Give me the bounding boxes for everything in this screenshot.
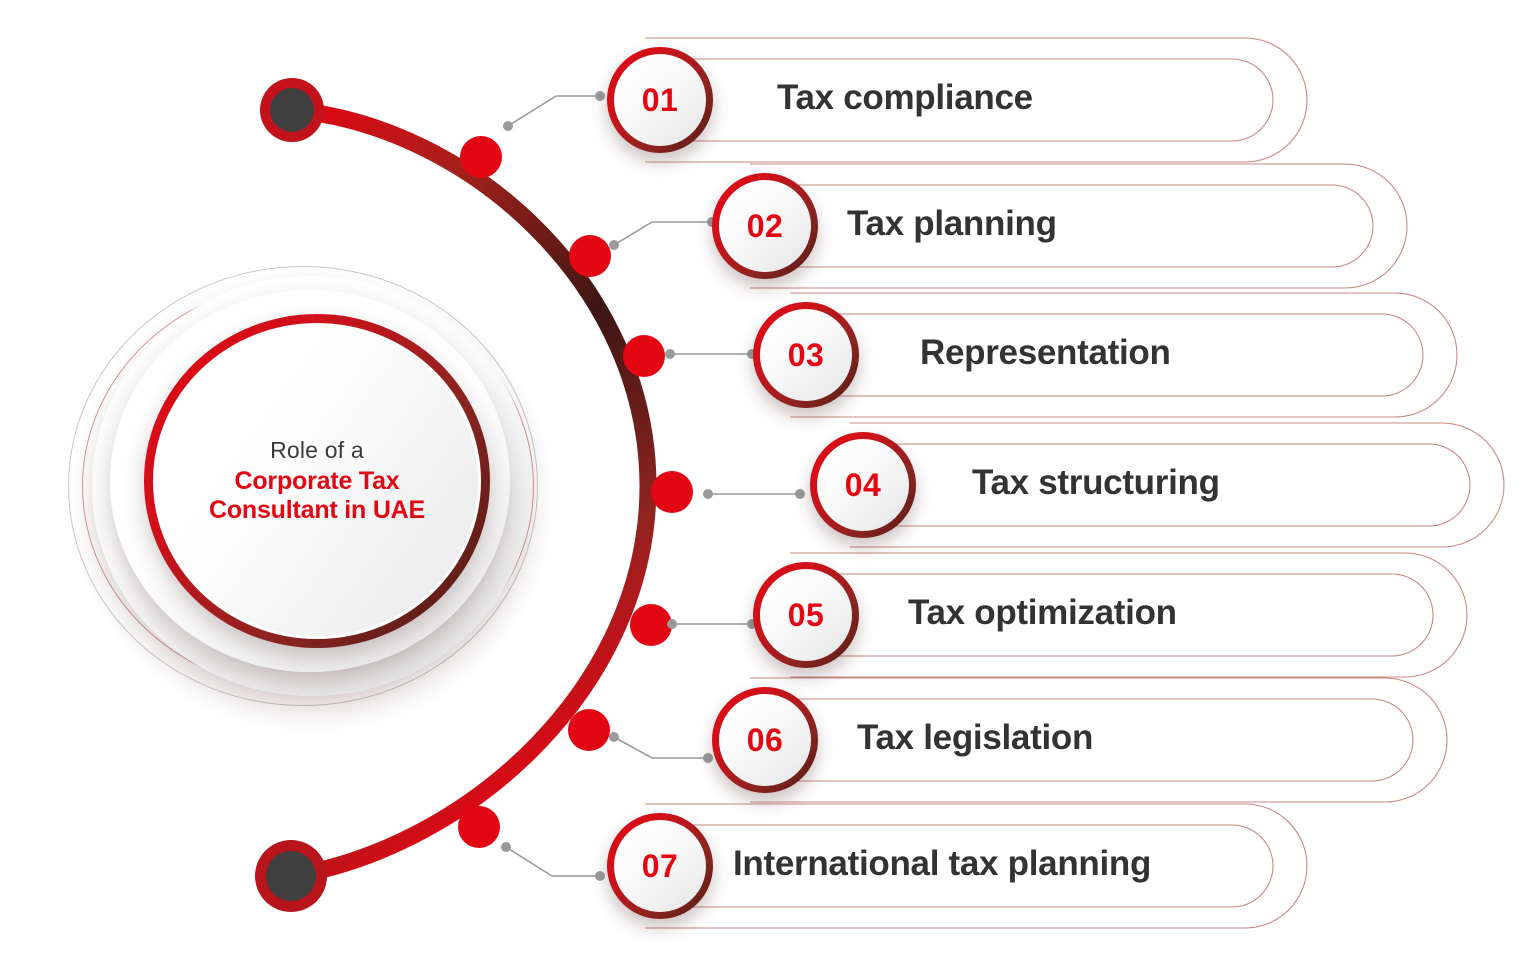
connector-dot-start-7 — [500, 841, 511, 852]
pill-outline-inner-6 — [762, 698, 1414, 782]
hub-title-line-1: Role of a — [270, 437, 364, 464]
pill-outline-inner-1 — [657, 58, 1274, 142]
connector-dot-end-6 — [702, 752, 713, 763]
connector-dot-start-3 — [664, 348, 675, 359]
connector-dot-end-3 — [746, 348, 757, 359]
hub-title-line-2: Corporate Tax — [234, 466, 400, 495]
number-badge-7[interactable]: 07 — [607, 813, 713, 919]
central-hub: Role of a Corporate Tax Consultant in UA… — [68, 258, 564, 714]
connector-dot-start-4 — [702, 488, 713, 499]
connector-dot-start-2 — [608, 240, 619, 251]
connector-dot-start-6 — [608, 731, 619, 742]
number-badge-2[interactable]: 02 — [712, 173, 818, 279]
pill-outline-outer-1 — [645, 37, 1308, 163]
pill-outline-outer-2 — [750, 163, 1408, 289]
pill-outline-inner-3 — [802, 313, 1424, 397]
connector-line-6 — [613, 736, 708, 759]
pill-outline-outer-5 — [790, 552, 1468, 678]
pill-outline-inner-4 — [862, 443, 1471, 527]
arc-node-dot-7 — [458, 806, 500, 848]
number-badge-3[interactable]: 03 — [753, 302, 859, 408]
connector-line-7 — [505, 846, 600, 877]
pill-outline-inner-2 — [762, 184, 1374, 268]
connector-dot-end-4 — [794, 488, 805, 499]
arc-node-dot-2 — [569, 235, 611, 277]
connector-group — [500, 91, 805, 881]
item-label-7: International tax planning — [733, 844, 1152, 883]
pill-outline-outer-7 — [645, 803, 1308, 929]
hub-title-block: Role of a Corporate Tax Consultant in UA… — [156, 326, 478, 636]
arc-end-endpoint-icon — [255, 840, 327, 912]
pill-outline-group — [645, 37, 1505, 929]
number-badge-4[interactable]: 04 — [810, 432, 916, 538]
pill-outline-outer-3 — [790, 292, 1458, 418]
arc-node-dot-1 — [460, 136, 502, 178]
arc-node-dot-group — [458, 136, 693, 848]
number-badge-5[interactable]: 05 — [753, 562, 859, 668]
hub-title-line-3: Consultant in UAE — [208, 495, 426, 524]
arc-start-endpoint-icon — [260, 78, 324, 142]
arc-node-dot-3 — [623, 335, 665, 377]
connector-dot-end-5 — [746, 618, 757, 629]
connector-line-1 — [507, 95, 600, 127]
number-badge-6[interactable]: 06 — [712, 687, 818, 793]
number-badge-1[interactable]: 01 — [607, 47, 713, 153]
hub-face — [156, 326, 478, 636]
item-label-4: Tax structuring — [972, 463, 1220, 502]
connector-dot-start-1 — [502, 121, 513, 132]
connector-dot-end-1 — [594, 91, 605, 102]
arc-node-dot-5 — [630, 604, 672, 646]
pill-outline-inner-7 — [657, 824, 1274, 908]
item-label-1: Tax compliance — [777, 78, 1033, 117]
hub-outer-gray-ring — [68, 266, 538, 706]
item-label-3: Representation — [920, 333, 1171, 372]
item-label-5: Tax optimization — [908, 593, 1177, 632]
item-label-2: Tax planning — [847, 204, 1057, 243]
arc-node-dot-6 — [568, 709, 610, 751]
connector-dot-end-7 — [594, 870, 605, 881]
connector-dot-end-2 — [706, 217, 717, 228]
main-arc — [283, 101, 657, 885]
pill-outline-outer-4 — [850, 422, 1505, 548]
pill-outline-outer-6 — [750, 677, 1448, 803]
arc-node-dot-4 — [651, 471, 693, 513]
connector-line-2 — [613, 221, 712, 246]
connector-dot-start-5 — [666, 618, 677, 629]
pill-outline-inner-5 — [802, 573, 1434, 657]
item-label-6: Tax legislation — [857, 718, 1094, 757]
